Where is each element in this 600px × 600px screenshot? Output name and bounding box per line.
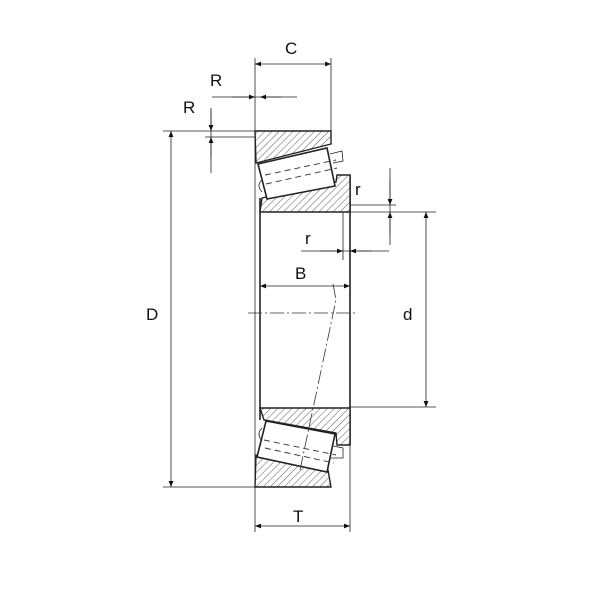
label-R-horizontal: R bbox=[210, 71, 222, 90]
label-T: T bbox=[293, 507, 303, 526]
label-C: C bbox=[285, 39, 297, 58]
outer-ring-top bbox=[254, 130, 332, 164]
label-r-horizontal: r bbox=[305, 229, 311, 248]
cage-top bbox=[258, 150, 344, 193]
roller-top bbox=[257, 147, 336, 200]
label-D: D bbox=[146, 305, 158, 324]
roller-top-axis bbox=[264, 159, 337, 176]
cage-bottom bbox=[258, 427, 344, 459]
label-d: d bbox=[403, 305, 412, 324]
roller-bottom-axis bbox=[263, 439, 337, 456]
contact-angle-line bbox=[299, 283, 337, 471]
label-r-vertical: r bbox=[355, 180, 361, 199]
inner-ring-bottom bbox=[259, 407, 351, 446]
label-B: B bbox=[295, 264, 306, 283]
roller-top-axis bbox=[265, 167, 338, 185]
label-R-vertical: R bbox=[183, 98, 195, 117]
roller-bottom-axis bbox=[264, 447, 335, 464]
